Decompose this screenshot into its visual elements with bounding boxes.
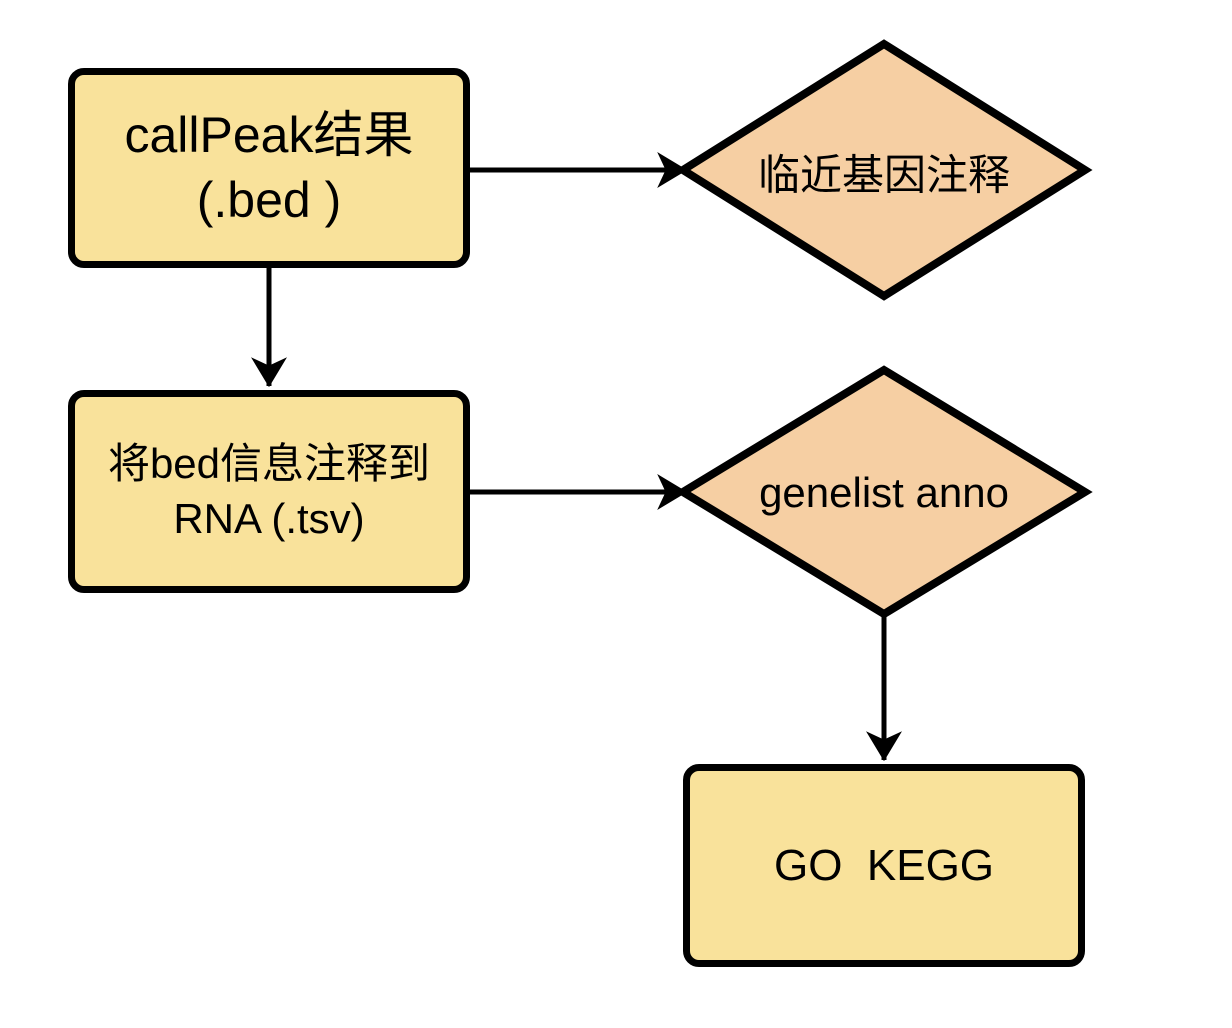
callpeak-result-node: callPeak结果 (.bed ) — [68, 68, 470, 268]
genelist-anno-diamond-label: genelist anno — [759, 469, 1009, 516]
bed-annotation-line2: RNA (.tsv) — [173, 494, 365, 542]
bed-annotation-line1: 将bed信息注释到 — [107, 439, 431, 487]
go-kegg-label: GO KEGG — [773, 840, 995, 890]
nearby-gene-diamond-label: 临近基因注释 — [757, 151, 1011, 199]
go-kegg-node: GO KEGG — [683, 764, 1085, 967]
bed-annotation-node: 将bed信息注释到 RNA (.tsv) — [68, 390, 470, 593]
callpeak-result-line1: callPeak结果 — [124, 107, 414, 163]
callpeak-result-line2: (.bed ) — [196, 172, 342, 228]
nearby-gene-diamond-shape — [675, 39, 1093, 301]
